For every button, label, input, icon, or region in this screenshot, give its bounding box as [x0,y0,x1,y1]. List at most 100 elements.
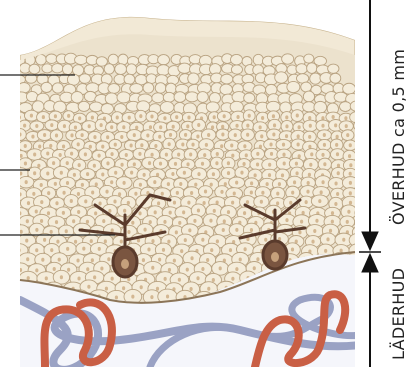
cell-nucleus [309,124,312,128]
cell-nucleus [183,171,186,175]
cell-nucleus [63,124,66,128]
cell-nucleus [178,278,181,282]
cell-nucleus [106,135,109,139]
epidermal-cell [41,82,52,92]
cell-nucleus [55,134,58,138]
cell-nucleus [243,144,246,148]
cell-nucleus [139,183,142,187]
cell-nucleus [186,162,189,166]
epidermis-label: ÖVERHUD ca 0,5 mm [389,49,408,225]
cell-nucleus [149,220,152,224]
cell-nucleus [386,259,389,263]
epidermal-cell [370,150,385,161]
cell-nucleus [363,202,366,206]
cell-nucleus [261,191,264,195]
cell-nucleus [196,134,199,138]
cell-nucleus [213,115,216,119]
cell-nucleus [184,238,187,242]
cell-nucleus [18,133,21,137]
cell-nucleus [19,268,22,272]
cell-nucleus [365,190,368,194]
cell-nucleus [336,135,339,139]
cell-nucleus [77,210,80,214]
epidermal-cell [36,54,47,65]
cell-nucleus [391,240,394,244]
cell-nucleus [349,181,352,185]
cell-nucleus [311,240,314,244]
cell-nucleus [376,172,379,176]
cell-nucleus [151,266,154,270]
cell-nucleus [74,240,77,244]
cell-nucleus [310,152,313,156]
cell-nucleus [296,114,299,118]
epidermal-cell [221,74,233,84]
cell-nucleus [264,238,267,242]
cell-nucleus [244,247,247,251]
cell-nucleus [349,163,352,167]
cell-nucleus [308,135,311,139]
cell-nucleus [174,162,177,166]
cell-nucleus [131,295,134,299]
cell-nucleus [189,153,192,157]
cell-nucleus [243,211,246,215]
cell-nucleus [66,181,69,185]
thickness-arrow [359,0,381,367]
cell-nucleus [120,163,123,167]
cell-nucleus [329,229,332,233]
cell-nucleus [361,134,364,138]
cell-nucleus [17,248,20,252]
epidermal-cell [160,102,174,113]
epidermal-cell [350,101,363,111]
cell-nucleus [297,142,300,146]
cell-nucleus [77,276,80,280]
cell-nucleus [231,277,234,281]
cell-nucleus [404,256,407,260]
cell-nucleus [62,211,65,215]
cell-nucleus [184,133,187,137]
cell-nucleus [281,173,284,177]
cell-nucleus [35,268,38,272]
cell-nucleus [131,221,134,225]
cell-nucleus [130,171,133,175]
cell-nucleus [42,115,45,119]
epidermal-cell [275,72,288,83]
cell-nucleus [41,258,44,262]
cell-nucleus [67,114,70,118]
cell-nucleus [336,152,339,156]
epidermal-cell [266,101,280,111]
cell-nucleus [178,221,181,225]
epidermal-cell [152,93,164,103]
cell-nucleus [246,200,249,204]
epidermal-cell [296,64,307,74]
cell-nucleus [19,154,22,158]
cell-nucleus [242,162,245,166]
epidermal-cell [206,102,219,112]
cell-nucleus [268,173,271,177]
cell-nucleus [349,201,352,205]
cell-nucleus [344,116,347,120]
epidermal-cell [108,54,118,65]
cell-nucleus [97,154,100,158]
cell-nucleus [127,230,130,234]
cell-nucleus [40,200,43,204]
epidermal-cell [363,103,375,113]
cell-nucleus [23,124,26,128]
cell-nucleus [245,153,248,157]
cell-nucleus [355,115,358,119]
epidermal-cell [26,91,37,101]
cell-nucleus [30,114,33,118]
cell-nucleus [276,201,279,205]
cell-nucleus [289,201,292,205]
cell-nucleus [206,258,209,262]
cell-nucleus [175,230,178,234]
cell-nucleus [234,133,237,137]
cell-nucleus [175,115,178,119]
cell-nucleus [248,114,251,118]
cell-nucleus [235,267,238,271]
cell-nucleus [167,182,170,186]
epidermal-cell [178,63,191,73]
cell-nucleus [73,173,76,177]
cell-nucleus [235,124,238,128]
epidermal-cell [384,236,400,249]
cell-nucleus [357,238,360,242]
